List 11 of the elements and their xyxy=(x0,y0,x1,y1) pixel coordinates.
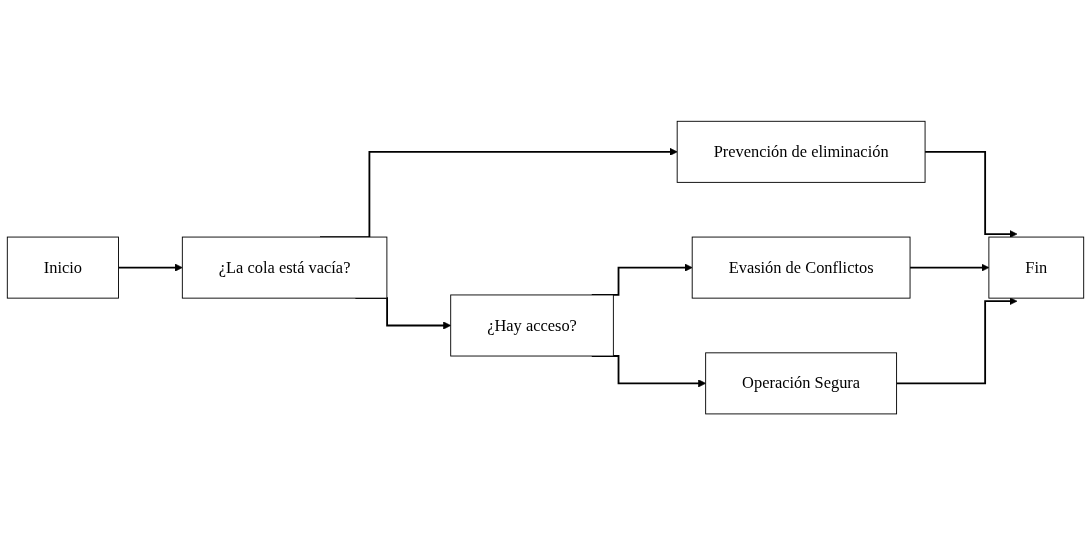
node-box: Prevención de eliminación xyxy=(676,120,926,183)
arrow xyxy=(924,150,1018,238)
arrow xyxy=(895,297,1018,385)
node-box: Inicio xyxy=(6,236,119,299)
node-box: Fin xyxy=(988,236,1085,299)
node-box: Evasión de Conflictos xyxy=(691,236,911,299)
arrow xyxy=(117,263,183,272)
node-box: ¿La cola está vacía? xyxy=(181,236,388,299)
arrow xyxy=(909,263,990,272)
node-box: Operación Segura xyxy=(705,352,898,415)
node-box: ¿Hay acceso? xyxy=(450,294,614,357)
